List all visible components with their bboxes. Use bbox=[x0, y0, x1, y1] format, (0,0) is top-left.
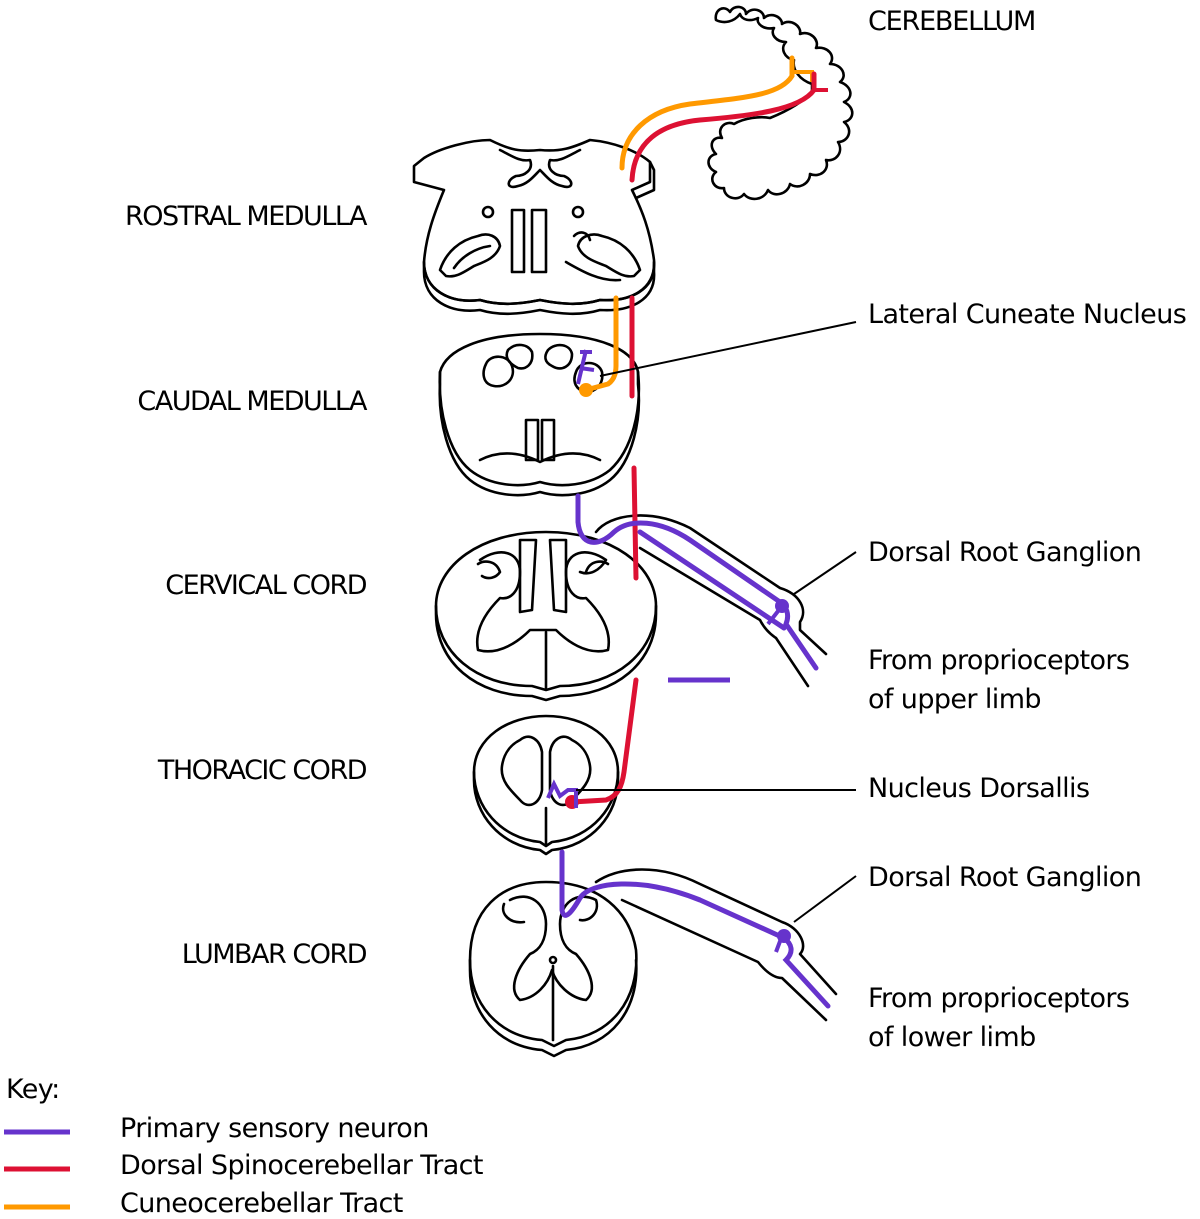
label-upper-limb-line1: From proprioceptors bbox=[868, 645, 1130, 676]
dorsal-spinocerebellar-path-upper bbox=[629, 71, 817, 183]
rostral-medulla-section bbox=[412, 138, 656, 316]
label-rostral-medulla: ROSTRAL MEDULLA bbox=[125, 201, 368, 232]
label-nucleus-dorsalis: Nucleus Dorsallis bbox=[868, 773, 1090, 804]
label-lateral-cuneate-nucleus: Lateral Cuneate Nucleus bbox=[868, 299, 1187, 330]
primary-neuron-lower-central bbox=[559, 849, 831, 1009]
cerebellum-shape bbox=[707, 5, 854, 201]
leader-lateral-cuneate bbox=[599, 321, 857, 377]
upper-nerve-trunk bbox=[594, 514, 828, 688]
label-drg-lower: Dorsal Root Ganglion bbox=[868, 862, 1142, 893]
key-label-primary: Primary sensory neuron bbox=[120, 1113, 429, 1144]
primary-neuron-upper-axon bbox=[637, 529, 787, 631]
key-label-cuneo: Cuneocerebellar Tract bbox=[120, 1188, 403, 1219]
cuneocerebellar-tract-path bbox=[583, 295, 619, 393]
label-thoracic-cord: THORACIC CORD bbox=[157, 755, 368, 786]
label-cerebellum: CEREBELLUM bbox=[868, 6, 1036, 37]
drg-lower-soma bbox=[777, 929, 791, 943]
label-lower-limb-line2: of lower limb bbox=[868, 1022, 1036, 1053]
lower-nerve-trunk bbox=[594, 868, 838, 1022]
drg-upper-soma bbox=[775, 599, 789, 613]
cuneocerebellar-tract-upper bbox=[619, 55, 795, 171]
label-lower-limb-line1: From proprioceptors bbox=[868, 983, 1130, 1014]
label-upper-limb-line2: of upper limb bbox=[868, 684, 1042, 715]
leader-drg-upper bbox=[793, 551, 857, 595]
lumbar-cord-section bbox=[468, 880, 638, 1058]
key-label-dorsal: Dorsal Spinocerebellar Tract bbox=[120, 1150, 483, 1181]
cervical-cord-section bbox=[434, 530, 658, 702]
key-title: Key: bbox=[6, 1074, 60, 1105]
label-caudal-medulla: CAUDAL MEDULLA bbox=[137, 386, 367, 417]
label-lumbar-cord: LUMBAR CORD bbox=[181, 939, 368, 970]
leader-drg-lower bbox=[793, 875, 857, 923]
primary-neuron-cuneate-branch bbox=[576, 349, 595, 385]
label-cervical-cord: CERVICAL CORD bbox=[165, 570, 367, 601]
cuneocerebellar-soma bbox=[579, 383, 593, 397]
label-drg-upper: Dorsal Root Ganglion bbox=[868, 537, 1142, 568]
caudal-medulla-section bbox=[438, 332, 641, 497]
thoracic-cord-section bbox=[472, 714, 620, 856]
primary-neuron-thoracic-branch bbox=[546, 779, 578, 808]
